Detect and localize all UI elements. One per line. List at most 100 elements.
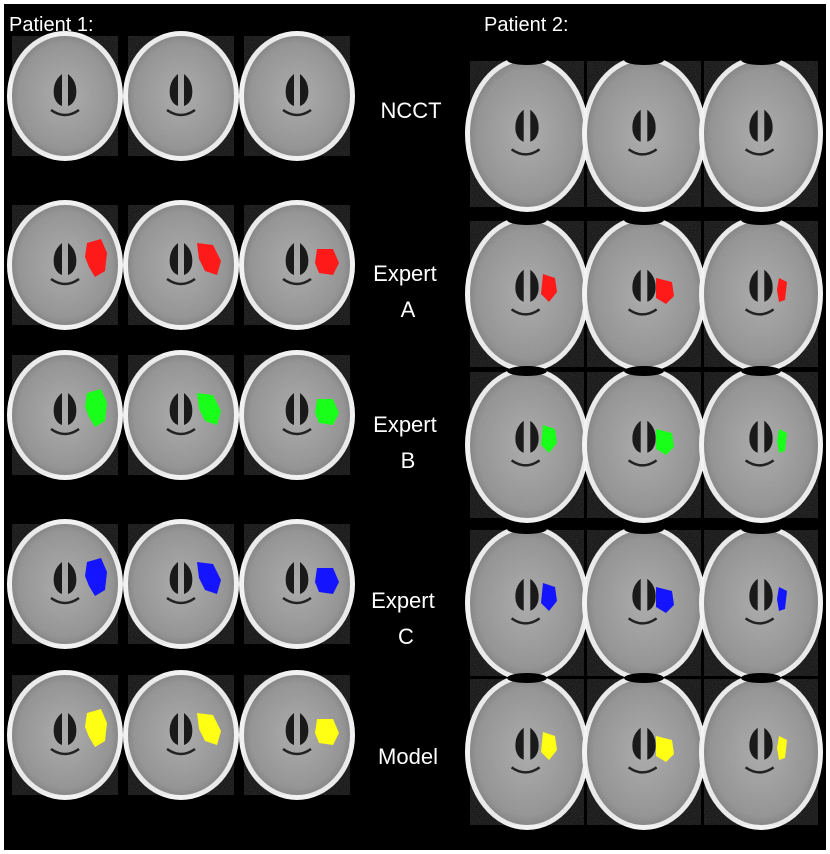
ventricles xyxy=(515,578,539,611)
frontal-sinus xyxy=(741,366,781,376)
lesion-overlay xyxy=(541,583,557,611)
ct-slice-p2-r1-s3 xyxy=(699,55,823,212)
ventricles xyxy=(749,420,773,453)
ct-slice-p2-r3-s3 xyxy=(699,366,823,523)
ct-noise xyxy=(128,36,234,156)
lesion-overlay xyxy=(315,719,339,745)
sulcus xyxy=(50,747,80,756)
ventricles xyxy=(53,74,77,106)
frontal-sinus xyxy=(741,524,781,534)
ct-slice-p1-r5-s1 xyxy=(7,670,123,800)
ventricles xyxy=(632,727,656,760)
ct-slice-p1-r5-s3 xyxy=(239,670,355,800)
ct-scan-grid xyxy=(7,31,823,830)
sulcus xyxy=(744,459,775,467)
frontal-sinus xyxy=(741,215,781,225)
lesion-overlay xyxy=(656,736,674,762)
frontal-sinus xyxy=(507,215,547,225)
lesion-overlay xyxy=(777,429,787,453)
frontal-sinus xyxy=(507,366,547,376)
frontal-sinus xyxy=(741,673,781,683)
sulcus xyxy=(744,148,775,156)
sulcus xyxy=(744,308,775,316)
ventricles xyxy=(169,243,193,275)
sulcus xyxy=(166,596,196,605)
ventricles xyxy=(632,269,656,302)
ct-slice-p1-r1-s3 xyxy=(239,31,355,161)
lesion-overlay xyxy=(656,587,674,613)
ventricles xyxy=(285,393,309,425)
ct-slice-p2-r4-s2 xyxy=(582,524,706,681)
ct-slice-p1-r3-s2 xyxy=(123,350,239,480)
ventricles xyxy=(515,269,539,302)
ct-slice-p2-r4-s3 xyxy=(699,524,823,681)
ct-slice-p1-r2-s3 xyxy=(239,200,355,330)
lesion-overlay xyxy=(777,278,787,302)
sulcus xyxy=(282,747,312,756)
frontal-sinus xyxy=(507,673,547,683)
lesion-overlay xyxy=(541,732,557,760)
ventricles xyxy=(515,727,539,760)
ct-slice-p2-r2-s2 xyxy=(582,215,706,372)
ct-slice-p1-r1-s1 xyxy=(7,31,123,161)
ventricles xyxy=(632,420,656,453)
frontal-sinus xyxy=(741,55,781,65)
ct-slice-p2-r2-s3 xyxy=(699,215,823,372)
ct-slice-p1-r5-s2 xyxy=(123,670,239,800)
ct-noise xyxy=(587,530,701,676)
ventricles xyxy=(515,109,539,142)
lesion-overlay xyxy=(85,709,107,747)
lesion-overlay xyxy=(197,713,221,745)
sulcus xyxy=(282,108,312,117)
sulcus xyxy=(510,148,541,156)
lesion-overlay xyxy=(315,568,339,594)
ct-slice-p1-r4-s2 xyxy=(123,519,239,649)
ct-slice-p1-r3-s1 xyxy=(7,350,123,480)
ct-noise xyxy=(704,221,818,367)
ct-noise xyxy=(244,36,350,156)
ct-slice-p1-r1-s2 xyxy=(123,31,239,161)
lesion-overlay xyxy=(315,249,339,275)
ct-slice-p2-r1-s1 xyxy=(465,55,589,212)
row-label-ncct: NCCT xyxy=(380,98,441,123)
sulcus xyxy=(744,617,775,625)
ventricles xyxy=(285,713,309,745)
sulcus xyxy=(627,459,658,467)
ct-slice-p2-r5-s3 xyxy=(699,673,823,830)
ventricles xyxy=(749,109,773,142)
lesion-overlay xyxy=(656,429,674,455)
ventricles xyxy=(53,393,77,425)
lesion-overlay xyxy=(85,558,107,596)
ct-slice-p2-r5-s1 xyxy=(465,673,589,830)
ct-noise xyxy=(244,675,350,795)
sulcus xyxy=(627,766,658,774)
ct-noise xyxy=(704,372,818,518)
ct-noise xyxy=(128,524,234,644)
lesion-overlay xyxy=(197,243,221,275)
ct-slice-p1-r2-s1 xyxy=(7,200,123,330)
ct-slice-p2-r4-s1 xyxy=(465,524,589,681)
ct-noise xyxy=(12,36,118,156)
ct-noise xyxy=(244,524,350,644)
lesion-overlay xyxy=(85,239,107,277)
ct-noise xyxy=(470,61,584,207)
frontal-sinus xyxy=(507,55,547,65)
ct-noise xyxy=(128,355,234,475)
ct-noise xyxy=(128,205,234,325)
ventricles xyxy=(632,109,656,142)
lesion-overlay xyxy=(777,736,787,760)
frontal-sinus xyxy=(624,366,664,376)
lesion-overlay xyxy=(197,562,221,594)
ventricles xyxy=(169,562,193,594)
ventricles xyxy=(285,74,309,106)
ct-noise xyxy=(704,61,818,207)
sulcus xyxy=(510,617,541,625)
row-labels: NCCT Expert A Expert B Expert C Model xyxy=(371,98,441,769)
ct-noise xyxy=(704,679,818,825)
sulcus xyxy=(510,459,541,467)
ct-noise xyxy=(704,530,818,676)
sulcus xyxy=(510,308,541,316)
ct-slice-p2-r1-s2 xyxy=(582,55,706,212)
ventricles xyxy=(53,243,77,275)
